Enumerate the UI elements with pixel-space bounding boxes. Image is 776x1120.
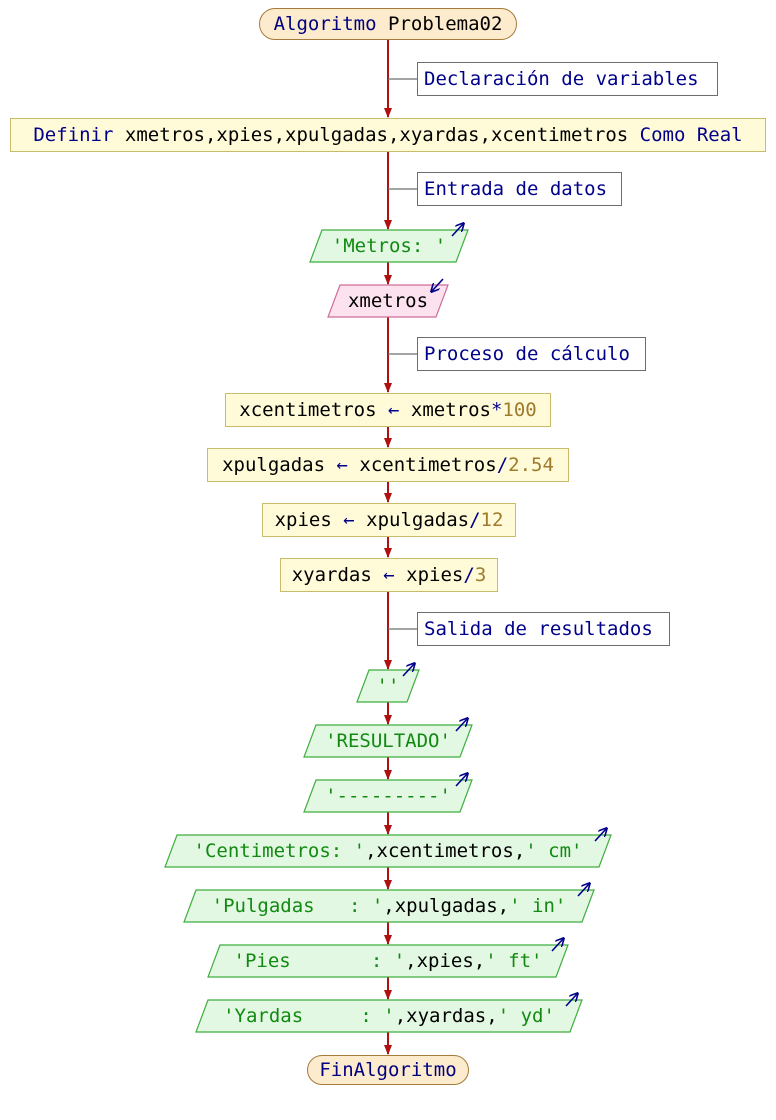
assign-operator: /: [463, 563, 475, 586]
comment-process[interactable]: Proceso de cálculo: [417, 337, 646, 371]
assign-rhs: xpies: [406, 563, 464, 586]
output-parallelogram: [195, 999, 583, 1033]
assign-rhs: xcentimetros: [359, 453, 497, 476]
comment-input[interactable]: Entrada de datos: [417, 172, 622, 206]
assign-xcentimetros[interactable]: xcentimetros ← xmetros*100: [225, 393, 551, 427]
assign-operator: /: [496, 453, 509, 476]
output-arrow-icon: [455, 774, 467, 787]
assign-lhs: xpulgadas: [222, 453, 326, 476]
output-parallelogram: [356, 669, 420, 703]
output-parallelogram: [207, 944, 569, 978]
output-arrow-icon: [451, 224, 463, 237]
end-keyword: FinAlgoritmo: [319, 1058, 457, 1081]
start-keyword: Algoritmo: [273, 12, 377, 35]
output-parallelogram: [303, 779, 473, 813]
output-parallelogram: [164, 834, 612, 868]
assign-xpulgadas[interactable]: xpulgadas ← xcentimetros/2.54: [207, 448, 569, 482]
output-parallelogram: [303, 724, 473, 758]
assign-lhs: xpies: [274, 508, 332, 531]
output-arrow-icon: [551, 939, 563, 952]
define-keyword: Definir: [33, 123, 114, 146]
output-arrow-icon: [594, 829, 606, 842]
assign-arrow: ←: [383, 563, 395, 586]
start-terminal[interactable]: Algoritmo Problema02: [259, 8, 517, 40]
output-arrow-icon: [455, 719, 467, 732]
output-parallelogram: [183, 889, 595, 923]
comment-output[interactable]: Salida de resultados: [417, 612, 670, 646]
algorithm-name: Problema02: [388, 12, 503, 35]
assign-number: 12: [480, 508, 504, 531]
define-variables: xmetros,xpies,xpulgadas,xyardas,xcentime…: [124, 123, 629, 146]
assign-operator: /: [469, 508, 481, 531]
input-parallelogram: [327, 284, 449, 318]
output-arrow-icon: [577, 884, 589, 897]
define-statement[interactable]: Definir xmetros,xpies,xpulgadas,xyardas,…: [10, 118, 766, 152]
assign-number: 2.54: [508, 453, 554, 476]
assign-arrow: ←: [336, 453, 348, 476]
assign-xpies[interactable]: xpies ← xpulgadas/12: [262, 503, 516, 537]
assign-lhs: xyardas: [291, 563, 372, 586]
define-type: Como Real: [639, 123, 743, 146]
assign-xyardas[interactable]: xyardas ← xpies/3: [280, 558, 498, 592]
assign-arrow: ←: [343, 508, 355, 531]
end-terminal[interactable]: FinAlgoritmo: [307, 1055, 469, 1085]
input-arrow-icon: [432, 278, 444, 291]
output-arrow-icon: [565, 994, 577, 1007]
assign-arrow: ←: [387, 398, 400, 421]
assign-rhs: xpulgadas: [366, 508, 470, 531]
assign-rhs: xmetros: [410, 398, 491, 421]
assign-number: 100: [502, 398, 537, 421]
assign-number: 3: [474, 563, 487, 586]
output-parallelogram: [309, 229, 469, 263]
comment-declaration[interactable]: Declaración de variables: [417, 62, 718, 96]
assign-operator: *: [490, 398, 503, 421]
output-arrow-icon: [402, 664, 414, 677]
assign-lhs: xcentimetros: [239, 398, 377, 421]
